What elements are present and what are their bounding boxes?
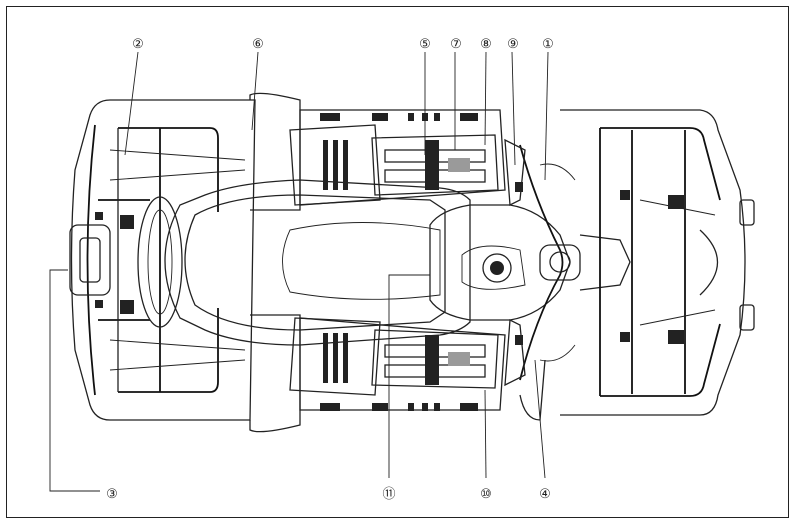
callout-4: ④ — [539, 487, 551, 502]
seat — [137, 179, 471, 346]
callout-1: ① — [542, 37, 554, 52]
callout-8: ⑧ — [480, 37, 492, 52]
callout-7: ⑦ — [450, 37, 462, 52]
fuel-tank — [429, 204, 571, 321]
handlebar — [504, 138, 631, 421]
leader-lines — [49, 51, 549, 492]
front-cargo-rack — [560, 109, 755, 416]
callout-10: ⑩ — [480, 487, 492, 502]
callout-11: ⑪ — [382, 487, 395, 502]
lower-footwell — [289, 317, 506, 411]
callout-labels: ① ② ③ ④ ⑤ ⑥ ⑦ ⑧ ⑨ ⑩ ⑪ — [106, 37, 554, 502]
callout-6: ⑥ — [252, 37, 264, 52]
upper-footwell — [289, 109, 506, 206]
callout-3: ③ — [106, 487, 118, 502]
rear-cargo-rack — [70, 99, 256, 421]
callout-9: ⑨ — [507, 37, 519, 52]
rear-light-assembly — [69, 212, 134, 314]
rear-fenders — [249, 92, 301, 433]
callout-5: ⑤ — [419, 37, 431, 52]
diagram-frame — [6, 6, 789, 518]
callout-2: ② — [132, 37, 144, 52]
